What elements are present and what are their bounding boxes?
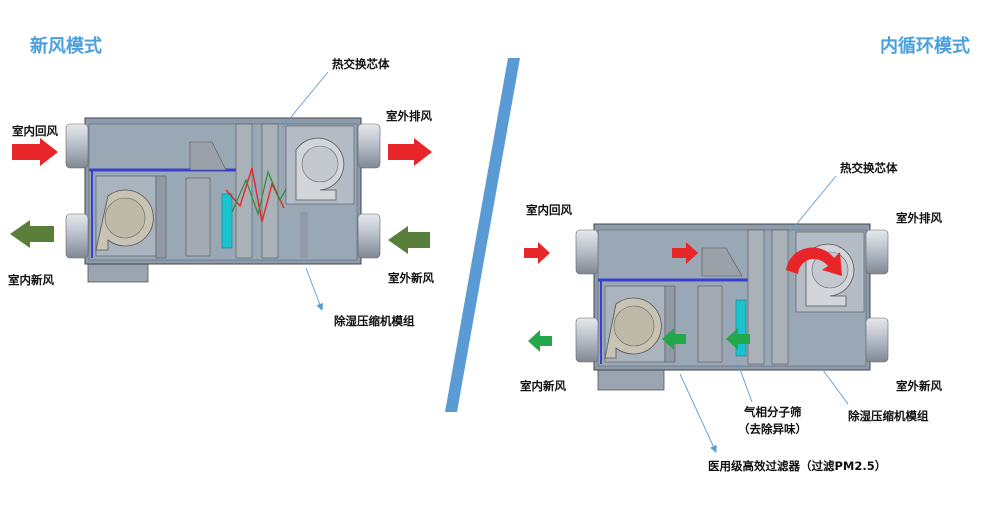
left-fresh-air-label: 室外新风 [388,271,434,285]
right-supply-air-arrow [528,330,552,352]
left-supply-air-arrow [10,220,54,248]
sieve-leader [737,363,753,403]
mode-divider [445,58,520,412]
left-core-label: 热交换芯体 [332,57,390,71]
left-return-air-label: 室内回风 [12,124,58,138]
right-mode-title: 内循环模式 [880,35,970,57]
left-exhaust-air-label: 室外排风 [386,109,432,123]
right-core-leader [789,175,837,233]
left-core-leader [281,71,329,129]
left-compressor-leader [305,267,324,311]
right-sieve-arrow [726,328,750,350]
left-exhaust-air-arrow [388,138,432,166]
left-return-air-arrow [12,138,58,166]
left-compressor-label: 除湿压缩机模组 [334,314,415,328]
right-unit [575,223,889,391]
hepa-filter-label: 医用级高效过滤器（过滤PM2.5） [708,459,886,473]
right-recirculation-arrow [786,247,842,276]
right-compressor-leader [819,365,849,405]
left-fresh-air-arrow [388,226,430,254]
left-supply-air-label: 室内新风 [8,273,54,287]
right-fresh-air-label: 室外新风 [896,379,942,393]
sieve-sublabel: （去除异味） [738,422,807,436]
right-return-air-arrow [524,242,550,264]
right-compressor-label: 除湿压缩机模组 [848,409,929,423]
right-core-label: 热交换芯体 [840,161,898,175]
left-unit [65,117,381,283]
right-supply-air-label: 室内新风 [520,379,566,393]
right-internal-supply-arrow [662,328,686,350]
hepa-filter-leader [679,373,717,453]
left-mode-title: 新风模式 [30,35,102,57]
right-internal-arrow [672,242,698,264]
right-exhaust-air-label: 室外排风 [896,211,942,225]
sieve-label: 气相分子筛 [743,405,802,419]
right-return-air-label: 室内回风 [526,203,572,217]
